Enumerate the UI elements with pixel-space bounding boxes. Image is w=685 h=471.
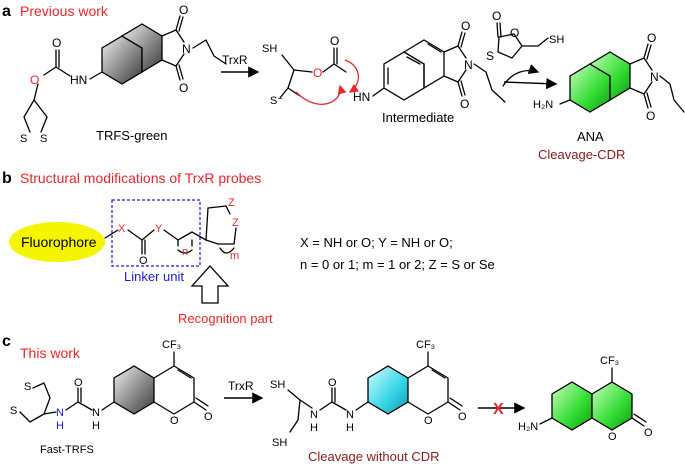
atom-o-int-imide-1: O	[461, 19, 470, 33]
atom-o-int-carbonyl: O	[330, 34, 339, 48]
atom-n-imide: N	[182, 42, 191, 56]
panel-a-heading: Previous work	[20, 3, 109, 19]
recognition-arrow	[190, 265, 230, 304]
atom-h-blue: H	[56, 420, 64, 432]
panel-b-letter: b	[2, 170, 12, 187]
fluorophore-label: Fluorophore	[21, 234, 97, 250]
atom-n-c: N	[92, 407, 100, 419]
atom-o-carbonyl: O	[52, 36, 61, 50]
atom-cf3-c2: CF₃	[416, 339, 435, 351]
atom-cf3-c1: CF₃	[162, 339, 181, 351]
fast-trfs-label: Fast-TRFS	[40, 444, 94, 456]
trfs-green-label: TRFS-green	[96, 128, 168, 143]
intermediate-structure: SH S⁻ O O HN O O N Intermediate	[262, 19, 506, 125]
atom-s-2: S	[40, 133, 47, 145]
blocked-x-mark: X	[493, 401, 504, 418]
atom-o-b: O	[139, 255, 148, 267]
atom-sh-thio: SH	[549, 34, 564, 46]
atom-o-thio-exo: O	[492, 9, 501, 23]
panel-a-letter: a	[2, 3, 11, 20]
atom-s-c1: S	[24, 381, 31, 393]
atom-cf3-c3: CF₃	[600, 355, 619, 367]
atom-n-c2: N	[310, 409, 318, 421]
atom-n-sub: n	[182, 246, 188, 258]
atom-o-lactone-exo-2: O	[458, 411, 467, 423]
atom-o-urea-2: O	[328, 377, 337, 389]
atom-h-c2: H	[310, 422, 318, 434]
atom-n-c3: N	[346, 409, 354, 421]
fast-trfs-structure: S S N H O N H O O CF₃ Fast-TRFS	[10, 339, 213, 456]
atom-s-1: S	[20, 133, 27, 145]
atom-o-ana-1: O	[647, 31, 656, 45]
atom-z-2: Z	[232, 217, 239, 229]
atom-o-lactone-3: O	[608, 431, 617, 443]
atom-o-lactone-exo-3: O	[644, 427, 653, 439]
atom-n-blue: N	[56, 407, 64, 419]
ana-label: ANA	[577, 129, 604, 144]
conditions-line-1: X = NH or O; Y = NH or O;	[300, 235, 453, 250]
atom-hn: HN	[70, 73, 87, 87]
conditions-line-2: n = 0 or 1; m = 1 or 2; Z = S or Se	[300, 257, 495, 272]
panel-c: c This work S S N H O N H O O CF₃ Fast-T…	[2, 333, 653, 464]
generic-probe-structure: X O Y n Z Z m	[104, 197, 239, 267]
amino-coumarin-product: H₂N O O CF₃	[518, 355, 653, 443]
atom-h-c3: H	[346, 422, 354, 434]
atom-o-ana-2: O	[646, 109, 655, 123]
atom-h2n-ana: H₂N	[533, 99, 553, 111]
atom-m-sub: m	[230, 250, 239, 262]
trfs-green-structure: S S O O HN O O N TRFS-green	[20, 3, 227, 145]
enzyme-label-a: TrxR	[222, 53, 248, 67]
atom-o-red-int: O	[313, 66, 322, 80]
atom-h2n-c: H₂N	[518, 421, 538, 433]
linker-label: Linker unit	[124, 269, 184, 284]
intermediate-label: Intermediate	[382, 110, 454, 125]
atom-hn-int: HN	[353, 90, 370, 104]
cleavage-cdr-label: Cleavage-CDR	[538, 147, 625, 162]
cleavage-intermediate-c: SH SH N H O N H O O CF₃ Cleavage without…	[270, 339, 467, 464]
atom-o-int-imide-2: O	[460, 97, 469, 111]
enzyme-label-c: TrxR	[228, 379, 254, 393]
cleavage-without-cdr-label: Cleavage without CDR	[308, 449, 440, 464]
atom-s-thio-ring: S	[486, 49, 494, 63]
panel-c-heading: This work	[20, 345, 81, 361]
atom-o-lactone: O	[170, 415, 179, 427]
atom-sh-c2: SH	[272, 437, 287, 449]
panel-b-heading: Structural modifications of TrxR probes	[20, 170, 261, 186]
panel-b: b Structural modifications of TrxR probe…	[2, 170, 495, 326]
atom-h-c: H	[92, 420, 100, 432]
atom-o-red: O	[30, 73, 39, 87]
atom-o-imide-2: O	[179, 81, 188, 95]
atom-sh-c1: SH	[270, 379, 285, 391]
atom-o-imide-1: O	[179, 3, 188, 17]
panel-a: a Previous work S S O O HN O O N TRFS-gr	[2, 3, 685, 162]
atom-z-1: Z	[228, 197, 235, 209]
ana-structure: O O N H₂N ANA Cleavage-CDR	[533, 31, 685, 162]
recognition-label: Recognition part	[178, 311, 273, 326]
panel-c-letter: c	[2, 333, 11, 350]
atom-o-lactone-exo: O	[204, 411, 213, 423]
atom-s-c2: S	[10, 405, 17, 417]
thiocarbonate-byproduct: O O S SH	[486, 9, 564, 87]
atom-n-ana: N	[650, 70, 659, 84]
atom-y: Y	[155, 223, 163, 235]
atom-o-lactone-2: O	[424, 415, 433, 427]
atom-x: X	[118, 223, 126, 235]
atom-o-thio-ring: O	[510, 26, 519, 40]
atom-o-urea: O	[74, 377, 83, 389]
fluorophore-ellipse	[9, 222, 105, 262]
atom-sh-int: SH	[262, 43, 277, 55]
atom-n-int-imide: N	[464, 58, 473, 72]
